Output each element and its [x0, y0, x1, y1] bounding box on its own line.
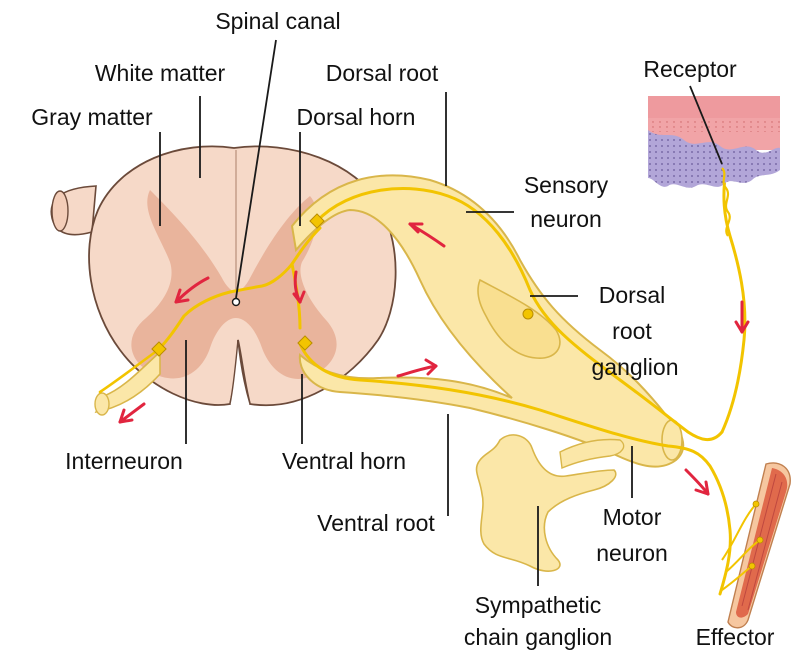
- label-dorsal-root-ganglion-line2: root: [578, 318, 686, 345]
- label-dorsal-horn: Dorsal horn: [268, 104, 444, 131]
- skin-epidermis-top: [648, 96, 780, 118]
- receptor-skin: [648, 96, 780, 236]
- arrow-interneuron-out: [120, 404, 144, 422]
- label-spinal-canal: Spinal canal: [190, 8, 366, 35]
- arrow-effector: [686, 470, 708, 494]
- label-dorsal-root-ganglion-line3: ganglion: [574, 354, 696, 381]
- label-ventral-horn: Ventral horn: [248, 448, 440, 475]
- label-dorsal-root-ganglion-line1: Dorsal: [578, 282, 686, 309]
- label-effector: Effector: [676, 624, 794, 651]
- label-dorsal-root: Dorsal root: [300, 60, 464, 87]
- spinal-canal: [233, 299, 240, 306]
- label-sympathetic-chain-ganglion-line1: Sympathetic: [448, 592, 628, 619]
- ventral-left-nerve: [95, 352, 160, 415]
- label-interneuron: Interneuron: [36, 448, 212, 475]
- label-sympathetic-chain-ganglion-line2: chain ganglion: [432, 624, 644, 651]
- dorsal-root-ganglion-cell-body: [523, 309, 533, 319]
- label-white-matter: White matter: [62, 60, 258, 87]
- label-gray-matter: Gray matter: [4, 104, 180, 131]
- arrow-ventral-root: [398, 360, 436, 376]
- effector-muscle: [722, 463, 790, 628]
- label-ventral-root: Ventral root: [288, 510, 464, 537]
- label-sensory-neuron-line1: Sensory: [506, 172, 626, 199]
- label-motor-neuron-line2: neuron: [580, 540, 684, 567]
- label-receptor: Receptor: [622, 56, 758, 83]
- label-motor-neuron-line1: Motor: [580, 504, 684, 531]
- label-sensory-neuron-line2: neuron: [506, 206, 626, 233]
